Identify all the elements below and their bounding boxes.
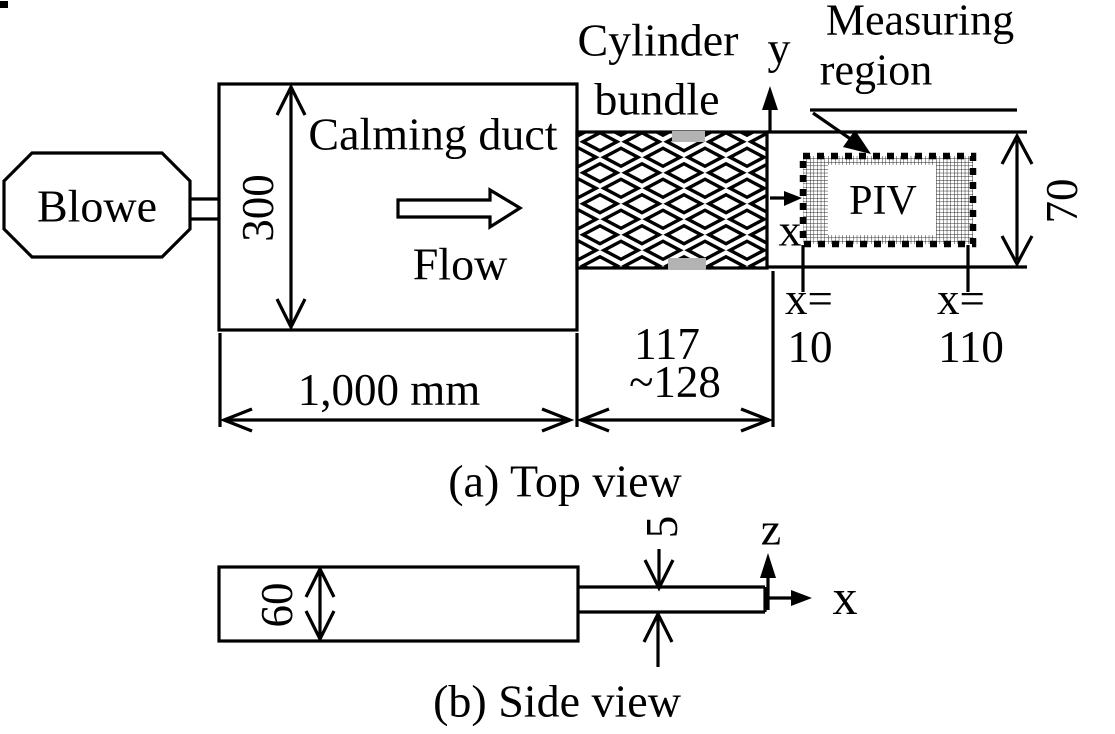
dim-300-label: 300	[233, 174, 283, 242]
blower-octagon	[2, 151, 192, 259]
calming-duct-label: Calming duct	[308, 109, 557, 160]
cylinder-bundle-label-line1: Cylinder	[578, 15, 739, 66]
side-channel-outline	[578, 585, 767, 614]
x-start-label-line2: 10	[788, 322, 833, 372]
dim-1000-arrow	[219, 407, 575, 433]
z-axis-label: z	[761, 504, 781, 555]
flow-label: Flow	[413, 239, 508, 290]
x-end-label-line2: 110	[938, 322, 1004, 372]
piv-window	[828, 165, 936, 235]
piv-label: PIV	[849, 178, 917, 224]
top-view-caption: (a) Top view	[448, 456, 682, 507]
x-axis-label: x	[779, 205, 802, 256]
corner-artifact	[0, 1, 8, 8]
dim-70-label: 70	[1037, 179, 1087, 224]
dim-117-label-line2: ~128	[629, 357, 721, 407]
side-duct-outline	[217, 565, 580, 643]
blower-label: Blowe	[37, 181, 157, 232]
x-axis-arrow	[770, 191, 802, 206]
side-view	[217, 549, 812, 667]
top-view	[2, 82, 1034, 433]
cylinder-bundle-box	[575, 130, 769, 270]
dim-5-label: 5	[637, 516, 687, 539]
measuring-leader-arrow	[812, 111, 871, 154]
flow-arrow	[396, 187, 524, 230]
dim-60-label: 60	[252, 583, 302, 628]
measuring-region-label-line1: Measuring	[826, 0, 1014, 45]
dim-1000-label: 1,000 mm	[298, 365, 481, 415]
bundle-top-tab	[672, 131, 705, 142]
cylinder-bundle-label-line2: bundle	[594, 74, 719, 125]
x-end-label-line1: x=	[937, 274, 985, 324]
x-start-label-line1: x=	[785, 274, 833, 324]
bundle-bottom-tab	[668, 258, 706, 270]
dim-70-arrow	[1000, 132, 1034, 268]
dim-117-label-line1: 117	[634, 319, 700, 369]
measuring-region-label-line2: region	[820, 46, 932, 95]
dim-117-arrow	[576, 407, 774, 433]
dim-300-arrow	[275, 83, 307, 331]
dim-5-arrows	[642, 549, 675, 667]
y-axis-arrow	[762, 86, 778, 131]
z-axis-arrow	[760, 553, 776, 610]
dim-60-arrow	[304, 565, 336, 643]
blower-duct-connector	[190, 197, 219, 221]
side-x-axis-label: x	[833, 569, 858, 625]
y-axis-label: y	[768, 23, 791, 74]
side-view-caption: (b) Side view	[433, 676, 682, 727]
side-x-axis-arrow	[765, 590, 812, 606]
